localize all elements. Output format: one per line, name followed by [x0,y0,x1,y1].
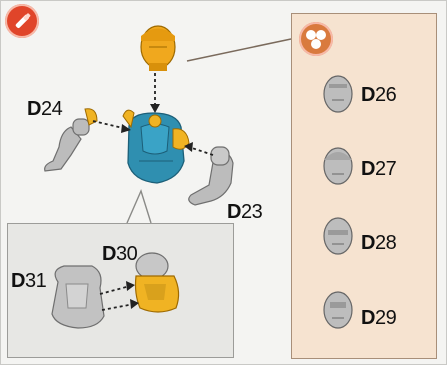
right-arm-arrow [188,146,214,156]
torso-detail-panel: D31 D30 [7,223,234,358]
heads-drawing [323,75,353,329]
part-label-d23: D23 [227,201,263,223]
three-heads-icon [299,22,333,56]
screwdriver-icon [5,4,39,38]
left-arm-part [44,108,98,172]
alternative-heads-panel: D26 D27 D28 D29 [291,13,437,359]
torso-part [122,109,190,184]
head-label-d27: D27 [361,158,397,180]
part-label-d31: D31 [11,270,47,292]
head-label-d26: D26 [361,84,397,106]
head-part [140,25,176,71]
back-plate-part [51,265,105,329]
part-label-d24: D24 [27,98,63,120]
head-label-d28: D28 [361,232,397,254]
torso-callout-line [126,189,152,224]
right-arm-part [188,146,234,206]
head-d28-part [323,217,353,255]
head-callout-line [186,38,292,62]
head-d26-part [323,75,353,113]
part-label-d30: D30 [102,243,138,265]
torso-detail-drawing [51,252,180,329]
chest-insert-part [134,252,180,313]
head-label-d29: D29 [361,307,397,329]
head-d27-part [323,147,353,185]
head-d29-part [323,291,353,329]
